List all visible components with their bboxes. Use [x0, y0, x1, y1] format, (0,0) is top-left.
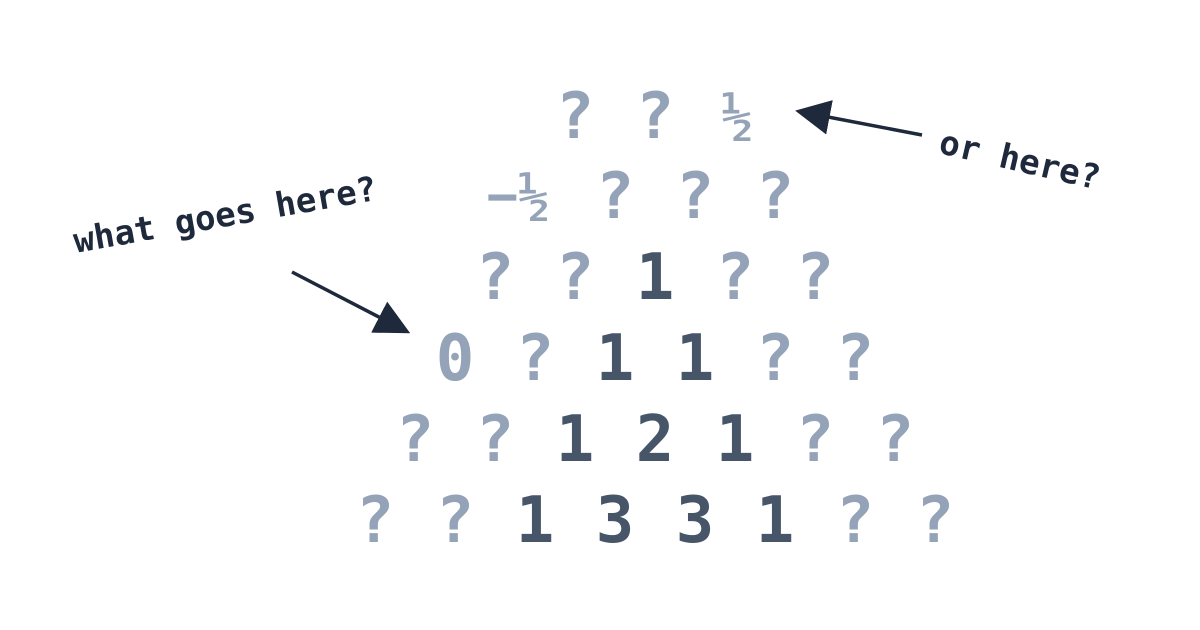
unknown-cell: ? — [475, 241, 515, 315]
triangle-row: −½??? — [0, 156, 1200, 238]
unknown-cell: ? — [835, 484, 875, 558]
unknown-cell: ? — [395, 403, 435, 477]
known-cell: 1 — [515, 484, 555, 558]
unknown-cell: ? — [475, 403, 515, 477]
unknown-cell: ? — [835, 322, 875, 396]
known-cell: 2 — [635, 403, 675, 477]
unknown-cell: ? — [555, 80, 595, 154]
known-cell: 1 — [675, 322, 715, 396]
known-cell: 1 — [595, 322, 635, 396]
unknown-cell: ? — [555, 241, 595, 315]
unknown-cell: ? — [355, 484, 395, 558]
unknown-cell: ? — [755, 322, 795, 396]
unknown-cell: ? — [675, 160, 715, 234]
triangle-row: ?? ½ — [0, 76, 1200, 158]
triangle-row: ?? 1?? — [0, 237, 1200, 319]
unknown-cell: ? — [595, 160, 635, 234]
unknown-cell: ? — [795, 241, 835, 315]
known-cell: 1 — [755, 484, 795, 558]
hint-cell: −½ — [486, 167, 550, 227]
arrow-to-half — [795, 100, 923, 137]
known-cell: 1 — [635, 241, 675, 315]
arrow-to-zero — [291, 270, 411, 334]
hint-cell: ½ — [721, 87, 753, 147]
known-cell: 3 — [595, 484, 635, 558]
hint-cell: 0 — [435, 322, 475, 396]
known-cell: 1 — [555, 403, 595, 477]
unknown-cell: ? — [715, 241, 755, 315]
known-cell: 3 — [675, 484, 715, 558]
unknown-cell: ? — [515, 322, 555, 396]
unknown-cell: ? — [635, 80, 675, 154]
unknown-cell: ? — [435, 484, 475, 558]
known-cell: 1 — [715, 403, 755, 477]
unknown-cell: ? — [755, 160, 795, 234]
unknown-cell: ? — [915, 484, 955, 558]
unknown-cell: ? — [875, 403, 915, 477]
unknown-cell: ? — [795, 403, 835, 477]
